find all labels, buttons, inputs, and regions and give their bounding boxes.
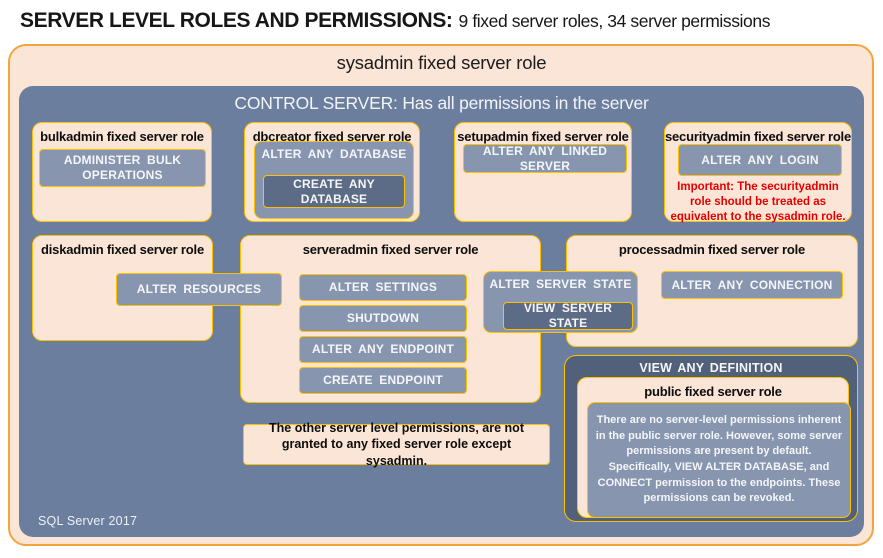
permission-view-any-definition: VIEW ANY DEFINITION public fixed server … [564, 355, 858, 522]
other-permissions-note: The other server level permissions, are … [243, 421, 550, 468]
sql-server-version-label: SQL Server 2017 [38, 514, 138, 528]
public-role-box: public fixed server role There are no se… [577, 377, 851, 518]
securityadmin-role-title: securityadmin fixed server role [665, 129, 852, 144]
permission-create-endpoint: CREATE ENDPOINT [299, 367, 467, 394]
permission-create-any-database: CREATE ANY DATABASE [263, 175, 405, 208]
public-role-title: public fixed server role [644, 384, 782, 399]
page-title: SERVER LEVEL ROLES AND PERMISSIONS:9 fix… [20, 9, 870, 33]
sysadmin-role-title: sysadmin fixed server role [336, 52, 547, 73]
permission-alter-any-login: ALTER ANY LOGIN [678, 144, 842, 176]
diskadmin-role-title: diskadmin fixed server role [41, 242, 204, 257]
permission-shutdown: SHUTDOWN [299, 305, 467, 332]
permission-alter-settings: ALTER SETTINGS [299, 274, 467, 301]
permission-alter-any-database-label: ALTER ANY DATABASE [261, 147, 407, 161]
serveradmin-role-title: serveradmin fixed server role [302, 242, 479, 257]
bulkadmin-role-box: bulkadmin fixed server role ADMINISTER B… [32, 122, 212, 222]
permission-view-any-definition-label: VIEW ANY DEFINITION [639, 361, 783, 375]
permission-view-server-state: VIEW SERVER STATE [503, 301, 633, 330]
permission-alter-any-database: ALTER ANY DATABASE CREATE ANY DATABASE [254, 141, 414, 219]
dbcreator-role-box: dbcreator fixed server role ALTER ANY DA… [244, 122, 420, 222]
page-title-bold: SERVER LEVEL ROLES AND PERMISSIONS: [20, 9, 453, 32]
permission-administer-bulk-operations: ADMINISTER BULK OPERATIONS [39, 149, 206, 187]
permission-alter-server-state-label: ALTER SERVER STATE [489, 277, 632, 291]
permission-alter-any-endpoint: ALTER ANY ENDPOINT [299, 336, 467, 363]
public-role-description: There are no server-level permissions in… [587, 402, 851, 518]
processadmin-role-title: processadmin fixed server role [618, 242, 806, 257]
dbcreator-role-title: dbcreator fixed server role [252, 129, 412, 144]
page-title-subtitle: 9 fixed server roles, 34 server permissi… [458, 11, 771, 31]
setupadmin-role-box: setupadmin fixed server role ALTER ANY L… [454, 122, 632, 222]
permission-alter-any-connection: ALTER ANY CONNECTION [661, 271, 843, 299]
permission-alter-server-state: ALTER SERVER STATE VIEW SERVER STATE [483, 271, 638, 333]
permission-alter-any-linked-server: ALTER ANY LINKED SERVER [463, 144, 627, 173]
setupadmin-role-title: setupadmin fixed server role [457, 129, 629, 144]
securityadmin-role-box: securityadmin fixed server role ALTER AN… [664, 122, 852, 223]
control-server-title: CONTROL SERVER: Has all permissions in t… [234, 93, 649, 113]
bulkadmin-role-title: bulkadmin fixed server role [40, 129, 204, 144]
permission-alter-resources: ALTER RESOURCES [116, 273, 282, 306]
securityadmin-warning-text: Important: The securityadmin role should… [670, 181, 846, 223]
